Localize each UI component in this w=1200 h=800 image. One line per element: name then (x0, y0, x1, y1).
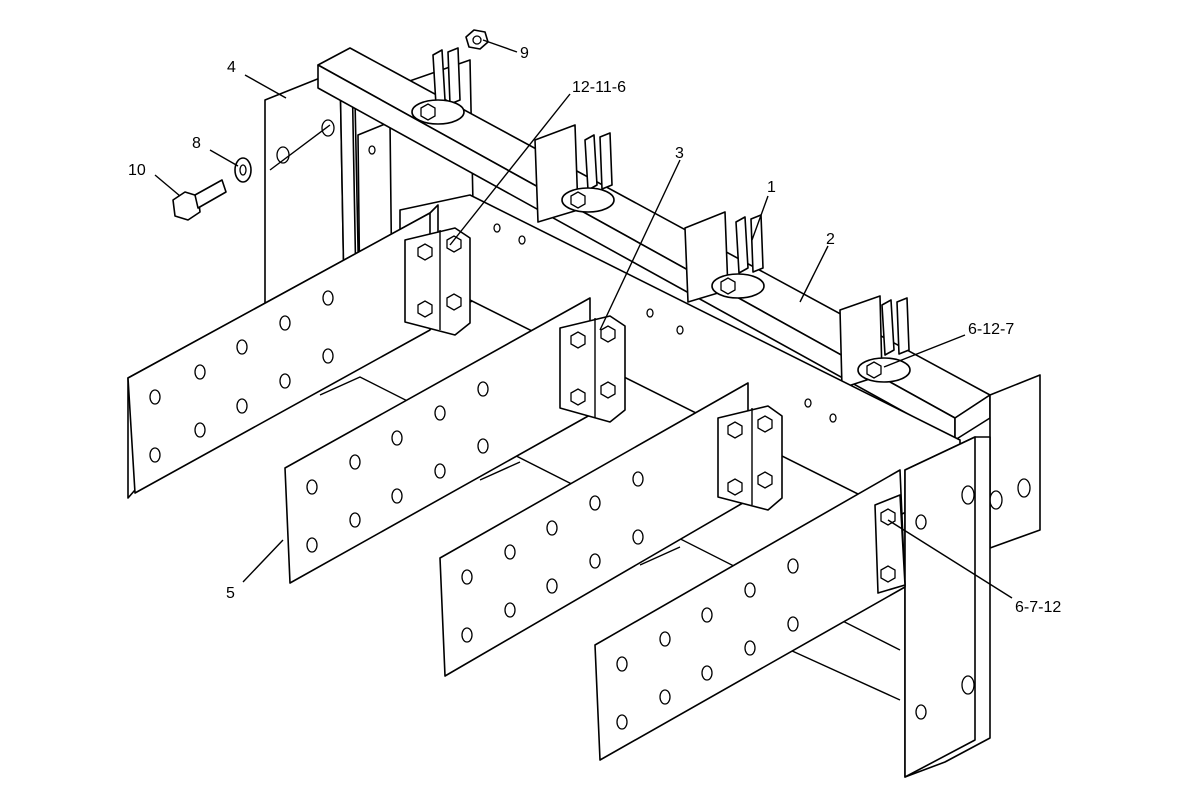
angle-bracket-3 (717, 405, 783, 511)
washer-item-8 (234, 157, 252, 183)
angle-bracket-2 (559, 315, 626, 423)
callouts: 4 9 8 10 12-11-6 3 1 2 6-12-7 6-7-12 5 (128, 45, 1061, 616)
clip-2 (561, 132, 615, 213)
callout-10: 10 (128, 162, 146, 179)
angle-bracket-4 (874, 494, 906, 594)
bolt-item-10 (172, 179, 227, 221)
callout-3: 3 (675, 145, 684, 162)
callout-12-11-6: 12-11-6 (572, 79, 626, 96)
callout-4: 4 (227, 59, 236, 76)
angle-bracket-1 (404, 227, 471, 336)
callout-6-12-7: 6-12-7 (968, 321, 1014, 338)
callout-5: 5 (226, 585, 235, 602)
nut-item-9 (465, 29, 489, 50)
callout-1: 1 (767, 179, 776, 196)
callout-6-7-12: 6-7-12 (1015, 599, 1061, 616)
callout-9: 9 (520, 45, 529, 62)
clip-4 (857, 297, 911, 383)
leader-lines (154, 39, 1013, 599)
clip-1 (411, 47, 465, 125)
terminal-bar-4 (594, 469, 906, 761)
right-end-bracket (904, 374, 1041, 778)
lower-cross-rails (319, 376, 901, 701)
callout-2: 2 (826, 231, 835, 248)
terminal-bar-1 (127, 204, 439, 499)
clip-3 (711, 214, 765, 299)
callout-8: 8 (192, 135, 201, 152)
